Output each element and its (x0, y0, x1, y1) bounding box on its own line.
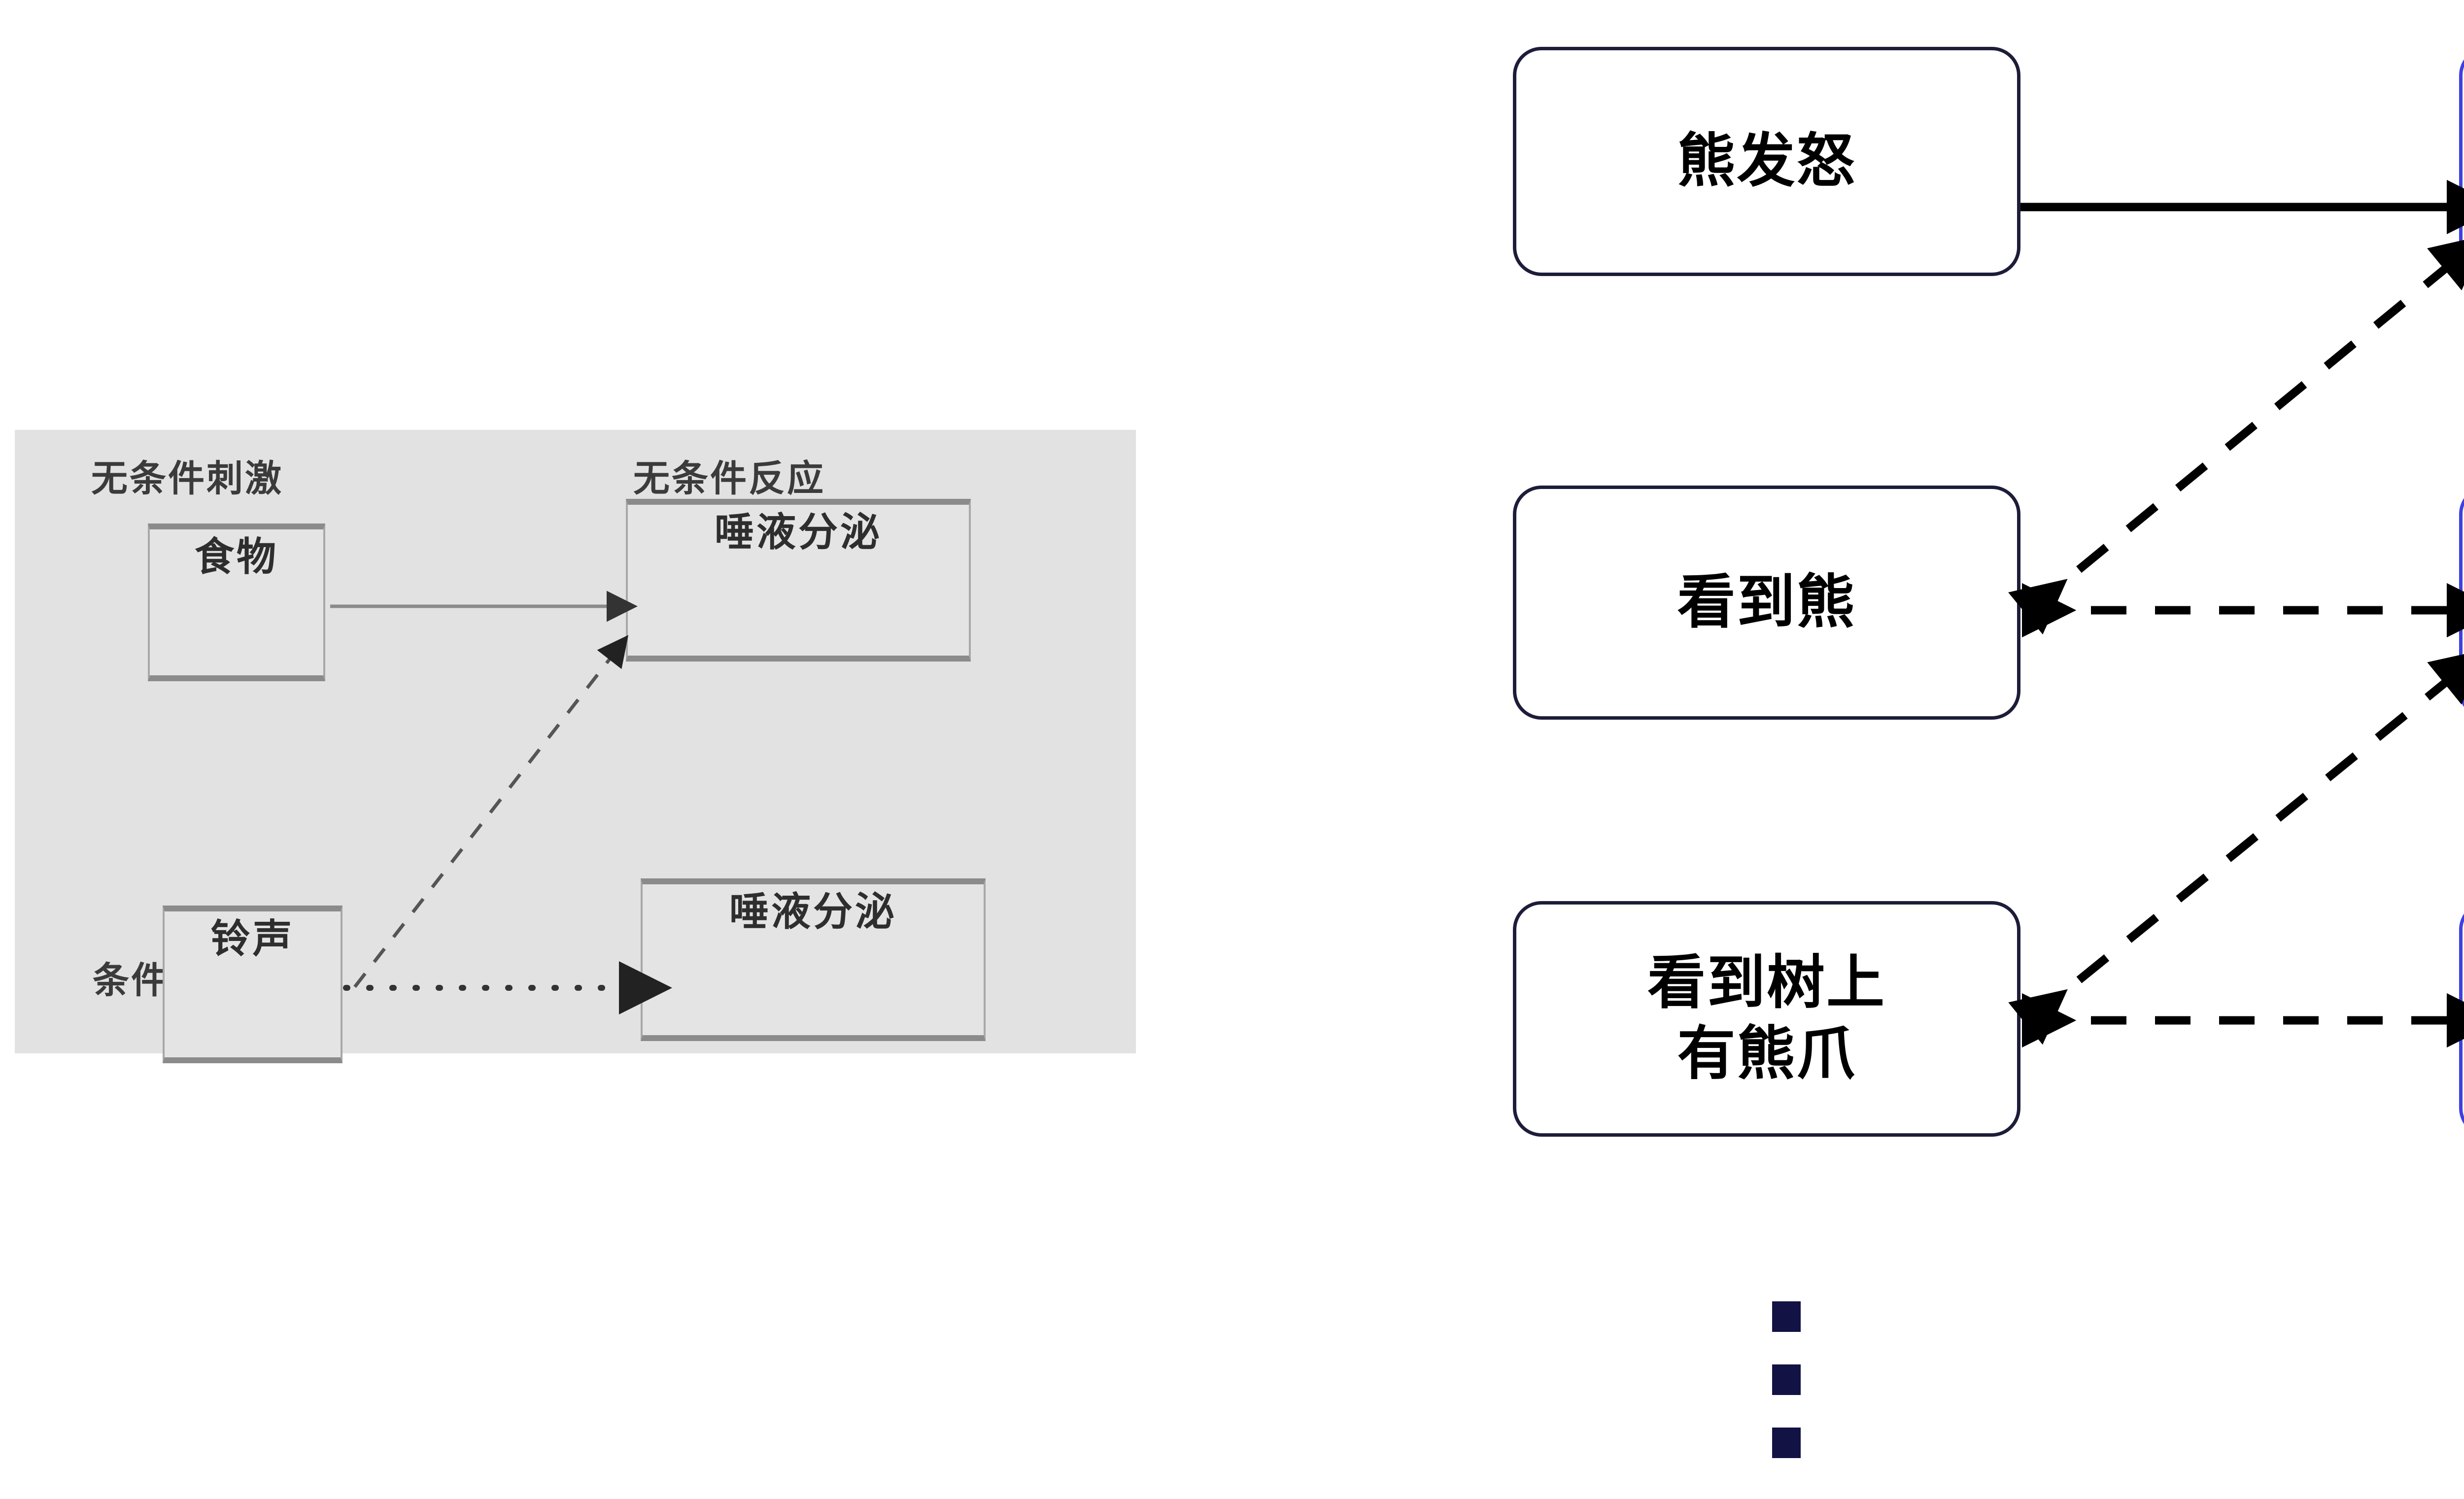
cc-arrow-bell-to-salivation-top (353, 635, 629, 988)
rl-box-bear-angry: 熊发怒 (1513, 47, 2020, 276)
rl-arrow-see-bear-to-reward-diagonal (2008, 235, 2464, 635)
rl-box-value-s: V(s) (2459, 901, 2464, 1137)
ellipsis-left-square-3 (1772, 1428, 1801, 1458)
cc-box-bell: 铃声 (163, 906, 342, 1063)
cc-box-food-label: 食物 (195, 535, 278, 579)
rl-box-see-claw-line-2: 有熊爪 (1677, 1021, 1856, 1086)
rl-box-bear-angry-label: 熊发怒 (1677, 128, 1856, 194)
rl-box-see-bear: 看到熊 (1513, 486, 2020, 720)
cc-arrow-layer (330, 591, 672, 1014)
caption-unconditioned-response: 无条件反应 (633, 458, 825, 499)
rl-box-reward: 奖励 (2459, 47, 2464, 276)
rl-box-value-s-prime: V(s′) (2459, 486, 2464, 720)
cc-box-salivation-bottom-label: 唾液分泌 (729, 890, 897, 934)
ellipsis-left-square-1 (1772, 1301, 1801, 1332)
caption-unconditioned-stimulus: 无条件刺激 (91, 458, 283, 499)
rl-box-see-claw-on-tree-label: 看到树上 有熊爪 (1647, 948, 1886, 1090)
rl-arrow-see-claw-to-value-s-prime-diagonal (2008, 649, 2464, 1045)
cc-box-bell-label: 铃声 (210, 917, 295, 961)
classical-conditioning-panel: 无条件刺激 无条件反应 条件刺激 条件反应 食物 铃声 唾液分泌 唾液分泌 (15, 430, 1136, 1063)
cc-box-food: 食物 (148, 523, 325, 681)
rl-box-see-claw-line-1: 看到树上 (1647, 950, 1886, 1016)
cc-box-salivation-top-label: 唾液分泌 (715, 510, 882, 554)
cc-box-salivation-bottom: 唾液分泌 (641, 878, 986, 1041)
rl-box-see-bear-label: 看到熊 (1677, 569, 1856, 635)
rl-box-see-claw-on-tree: 看到树上 有熊爪 (1513, 901, 2020, 1137)
ellipsis-left-square-2 (1772, 1364, 1801, 1395)
cc-box-salivation-top: 唾液分泌 (626, 499, 971, 662)
